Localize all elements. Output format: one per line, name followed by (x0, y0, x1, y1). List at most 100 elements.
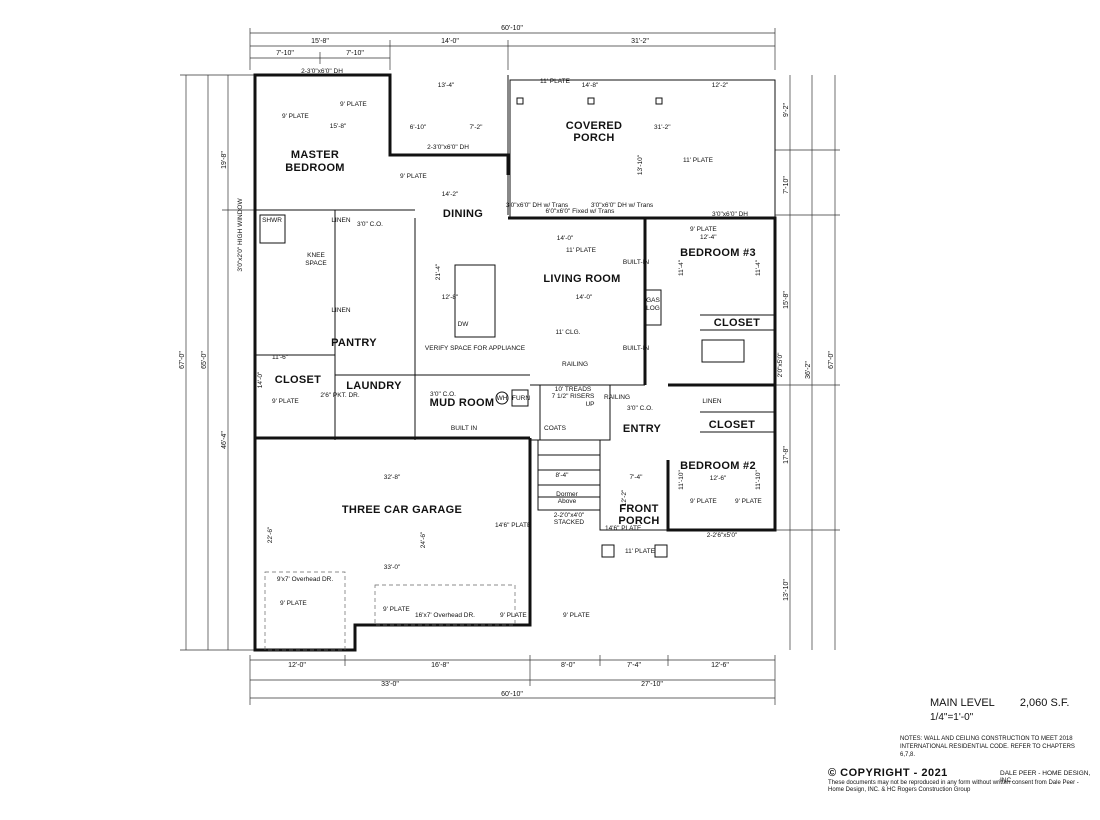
dim-top-d1: 7'-10" (276, 50, 294, 57)
dim-right-g: 13'-10" (783, 579, 790, 601)
dim-closet-h: 14'-0" (257, 371, 264, 388)
dim-top-d2: 7'-10" (346, 50, 364, 57)
note-plate-master-b: 9' PLATE (340, 101, 367, 108)
note-furn: FURN (512, 395, 530, 402)
room-living: LIVING ROOM (543, 273, 620, 285)
room-bedroom2: BEDROOM #2 (680, 460, 756, 472)
note-transom-1: 3'0"x6'0" DH w/ Trans (506, 202, 569, 209)
note-built-in-2: BUILT-IN (623, 345, 650, 352)
level-name: MAIN LEVEL (930, 697, 995, 709)
note-plate-living: 11' PLATE (566, 247, 597, 254)
dim-stair-h: 8'-4" (556, 472, 570, 479)
dim-garage-h: 22'-6" (267, 526, 274, 543)
reproduction-notice: These documents may not be reproduced in… (828, 780, 1079, 793)
room-labels: MASTER BEDROOM COVERED PORCH DINING LIVI… (275, 120, 760, 527)
room-closet-b3: CLOSET (714, 317, 760, 329)
exterior-walls (253, 73, 777, 652)
note-risers: 7 1/2" RISERS (552, 393, 595, 400)
dim-top-c: 31'-2" (631, 38, 649, 45)
note-gas-l1: GAS (646, 297, 660, 304)
note-treads: 10' TREADS (555, 386, 592, 393)
room-garage: THREE CAR GARAGE (342, 504, 462, 516)
dim-island-w: 12'-8" (442, 294, 459, 301)
dim-garage-w: 32'-8" (384, 474, 401, 481)
room-closet-b2: CLOSET (709, 419, 755, 431)
note-coats: COATS (544, 425, 567, 432)
copyright: © COPYRIGHT - 2021 (828, 767, 948, 779)
note-pkt-dr: 2'6" PKT. DR. (320, 392, 360, 399)
dim-bot-f: 33'-0" (381, 681, 399, 688)
note-side-window: 2'0"x5'0" (777, 352, 784, 377)
note-knee-l2: SPACE (305, 260, 327, 267)
dim-porch-b: 12'-2" (712, 82, 729, 89)
note-overhead-16: 16'x7' Overhead DR. (415, 612, 475, 619)
dim-din-b: 6'-10" (410, 124, 427, 131)
dim-living-w2: 14'-0" (576, 294, 593, 301)
note-built-in-mud: BUILT IN (451, 425, 477, 432)
dim-right-a: 9'-2" (783, 103, 790, 117)
room-front-porch-l2: PORCH (618, 515, 659, 527)
dim-garage-h2: 24'-6" (420, 531, 427, 548)
dim-bot-e: 12'-6" (711, 662, 729, 669)
note-plate-14-6: 14'6" PLATE (495, 522, 532, 529)
note-verify: VERIFY SPACE FOR APPLIANCE (425, 345, 526, 352)
plan-notes: 2-3'0"x6'0" DH 9' PLATE 9' PLATE 15'-8" … (237, 68, 784, 619)
note-plate-porch: 11' PLATE (540, 78, 571, 85)
note-co-pantry: 3'0" C.O. (357, 221, 383, 228)
room-closet-left: CLOSET (275, 374, 321, 386)
dim-b3-h2: 11'-4" (755, 259, 762, 276)
square-footage: 2,060 S.F. (1019, 697, 1070, 709)
note-knee-l1: KNEE (307, 252, 325, 259)
dim-garage-w2: 33'-0" (384, 564, 401, 571)
room-covered-porch-l1: COVERED (566, 120, 623, 132)
note-up: UP (585, 401, 594, 408)
room-entry: ENTRY (623, 423, 662, 435)
note-gas-l2: LOG (646, 305, 660, 312)
top-dimensions: 60'-10" 15'-8" 14'-0" 31'-2" 7'-10" 7'-1… (249, 25, 776, 70)
note-plate-dining: 9' PLATE (400, 173, 427, 180)
note-transom-3: 3'0"x6'0" DH w/ Trans (591, 202, 654, 209)
note-linen-1: LINEN (331, 217, 350, 224)
note-built-in-1: BUILT-IN (623, 259, 650, 266)
note-plate-garage-d: 9' PLATE (563, 612, 590, 619)
dim-left-a: 19'-8" (221, 151, 228, 169)
note-plate-garage-b: 9' PLATE (383, 606, 410, 613)
note-dormer-l2: Above (558, 498, 577, 505)
dim-fp-w: 7'-4" (630, 474, 644, 481)
dim-top-b: 14'-0" (441, 38, 459, 45)
dim-bot-a: 12'-0" (288, 662, 306, 669)
note-plate-14-6-fp: 14'6" PLATE (605, 525, 642, 532)
room-covered-porch-l2: PORCH (573, 132, 614, 144)
dim-bot-b: 16'-8" (431, 662, 449, 669)
room-front-porch-l1: FRONT (619, 503, 658, 515)
title-block-level: MAIN LEVEL 2,060 S.F. (930, 697, 1069, 709)
dim-right-b: 7'-10" (783, 176, 790, 194)
dim-left-b: 46'-4" (221, 431, 228, 449)
dim-bot-c: 8'-0" (561, 662, 575, 669)
note-window-b3: 3'0"x6'0" DH (712, 211, 748, 218)
drawing-scale: 1/4"=1'-0" (930, 712, 974, 723)
note-window-top: 2-3'0"x6'0" DH (301, 68, 343, 75)
note-window-b2: 2-2'6"x5'0" (707, 532, 738, 539)
note-overhead-9: 9'x7' Overhead DR. (277, 576, 334, 583)
dim-closet-w: 11'-6" (272, 354, 289, 361)
bottom-dimensions: 12'-0" 16'-8" 8'-0" 7'-4" 12'-6" 33'-0" … (249, 655, 776, 705)
note-linen-2: LINEN (331, 307, 350, 314)
dim-din-c: 7'-2" (470, 124, 484, 131)
dim-porch-a: 14'-8" (582, 82, 599, 89)
note-plate-porch-2: 11' PLATE (683, 157, 714, 164)
dim-living-w: 14'-0" (557, 235, 574, 242)
note-high-window: 3'0"x2'0" HIGH WINDOW (237, 198, 244, 272)
dim-left-d: 65'-0" (201, 351, 208, 369)
code-notes: NOTES: WALL AND CEILING CONSTRUCTION TO … (900, 736, 1075, 758)
dim-b2-h: 11'-10" (678, 469, 685, 489)
note-dw: DW (458, 321, 470, 328)
dim-bot-g: 27'-10" (641, 681, 663, 688)
dim-b2-w: 12'-6" (710, 475, 727, 482)
dim-fp-h: 12'-2" (621, 489, 628, 506)
dim-bot-overall: 60'-10" (501, 691, 523, 698)
note-wh: WH (497, 395, 508, 402)
note-clg: 11' CLG. (556, 329, 581, 336)
note-plate-b2-a: 9' PLATE (690, 498, 717, 505)
